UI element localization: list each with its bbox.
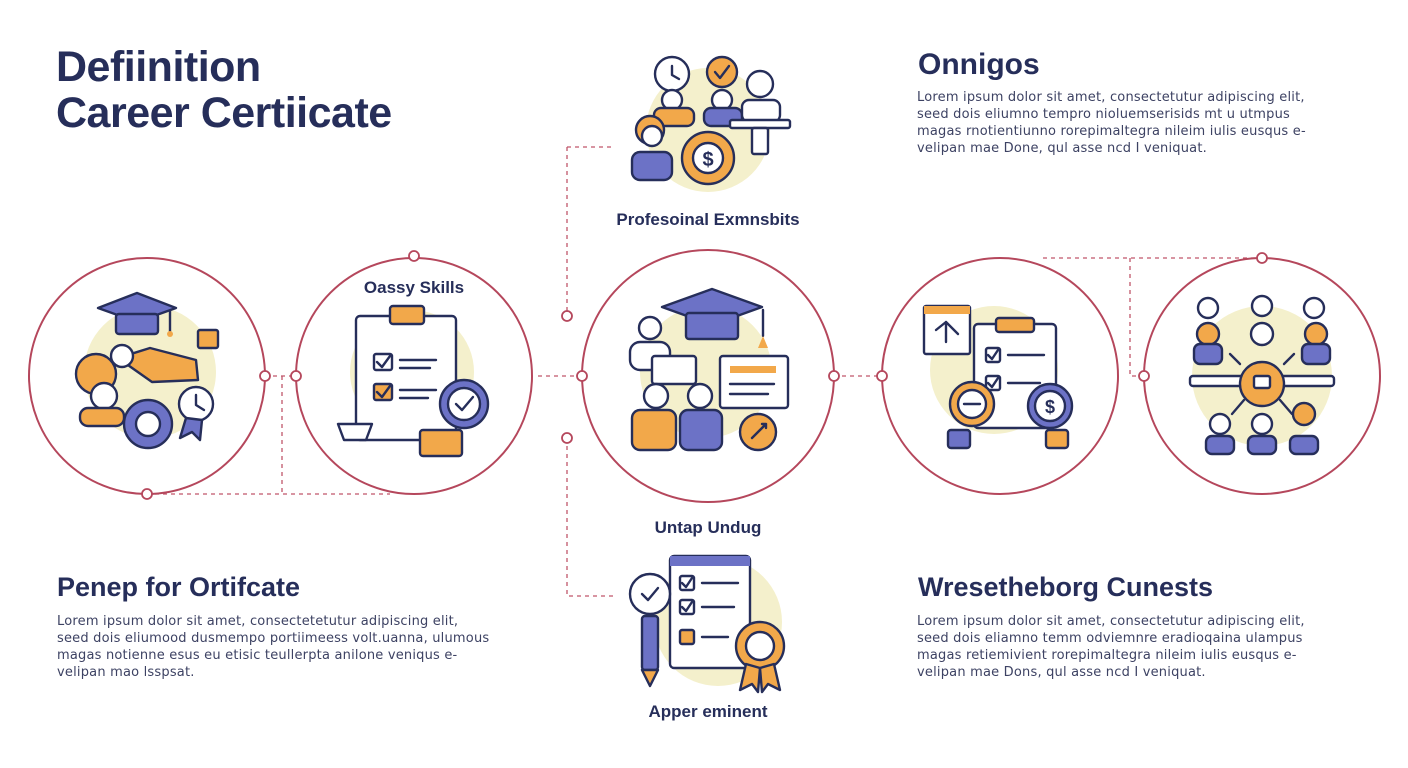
node-bottom-label: Apper eminent: [648, 702, 768, 721]
node-far-left[interactable]: [28, 257, 266, 495]
node-bottom[interactable]: [628, 554, 786, 694]
education-hub-icon: [628, 287, 790, 452]
node-top[interactable]: $: [630, 55, 792, 192]
node-right[interactable]: $: [876, 257, 1119, 495]
svg-text:$: $: [702, 149, 713, 171]
bottom-left-body: Lorem ipsum dolor sit amet, consectetetu…: [57, 614, 490, 680]
page-title: Defiinition Career Certiicate: [56, 44, 392, 136]
page-title-line1: Defiinition: [56, 43, 261, 91]
bottom-left-heading: Penep for Ortifcate: [57, 572, 301, 602]
page-title-line2: Career Certiicate: [56, 89, 392, 137]
node-skills-label: Oassy Skills: [363, 278, 465, 297]
node-top-label: Profesoinal Exmnsbits: [616, 210, 800, 229]
certificate-award-icon: [628, 554, 786, 694]
checklist-icon: [336, 304, 490, 458]
professionals-icon: $: [630, 55, 792, 186]
connector-dots: [141, 370, 1150, 500]
bottom-right-heading: Wresetheborg Cunests: [918, 572, 1214, 602]
top-right-heading: Onnigos: [918, 48, 1040, 81]
node-skills[interactable]: [295, 250, 533, 495]
node-far-right[interactable]: [1143, 252, 1381, 495]
document-finance-icon: $: [922, 304, 1074, 450]
node-center-label: Untap Undug: [654, 518, 762, 537]
graduation-handshake-icon: [74, 291, 220, 450]
bottom-right-body: Lorem ipsum dolor sit amet, consectetutu…: [917, 614, 1305, 680]
top-right-body: Lorem ipsum dolor sit amet, consectetutu…: [917, 90, 1306, 156]
node-center[interactable]: [561, 249, 835, 503]
network-people-icon: [1188, 294, 1336, 456]
svg-text:$: $: [1045, 397, 1055, 417]
